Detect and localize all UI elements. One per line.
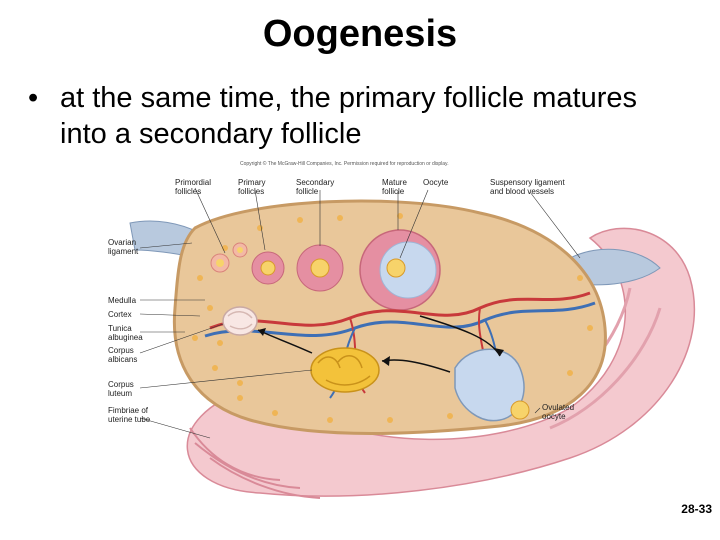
- slide-title: Oogenesis: [0, 10, 720, 58]
- corpus-luteum: [311, 348, 379, 392]
- label-tunica-albuginea: Tunica albuginea: [108, 324, 148, 342]
- label-ovulated-oocyte: Ovulated oocyte: [542, 403, 587, 421]
- label-secondary-follicle: Secondary follicle: [296, 178, 346, 196]
- label-corpus-albicans: Corpus albicans: [108, 346, 148, 364]
- label-mature-follicle: Mature follicle: [382, 178, 422, 196]
- label-primary-follicles: Primary follicles: [238, 178, 278, 196]
- secondary-follicle: [297, 245, 343, 291]
- bullet-text: at the same time, the primary follicle m…: [60, 80, 688, 152]
- ovary-drawing: [100, 158, 700, 530]
- ovary-illustration: Copyright © The McGraw-Hill Companies, I…: [100, 158, 700, 530]
- label-ovarian-ligament: Ovarian ligament: [108, 238, 148, 256]
- label-cortex: Cortex: [108, 310, 148, 319]
- copyright-notice: Copyright © The McGraw-Hill Companies, I…: [240, 161, 449, 167]
- bullet-marker: •: [28, 80, 38, 116]
- label-suspensory-ligament: Suspensory ligament and blood vessels: [490, 178, 580, 196]
- label-primordial-follicles: Primordial follicles: [175, 178, 225, 196]
- corpus-albicans: [223, 307, 257, 335]
- label-corpus-luteum: Corpus luteum: [108, 380, 148, 398]
- primary-follicle: [252, 252, 284, 284]
- mature-follicle: [360, 230, 440, 310]
- label-fimbriae: Fimbriae of uterine tube: [108, 406, 153, 424]
- bullet-list: • at the same time, the primary follicle…: [28, 80, 688, 152]
- label-medulla: Medulla: [108, 296, 148, 305]
- slide-number: 28-33: [681, 502, 712, 516]
- label-oocyte: Oocyte: [423, 178, 463, 187]
